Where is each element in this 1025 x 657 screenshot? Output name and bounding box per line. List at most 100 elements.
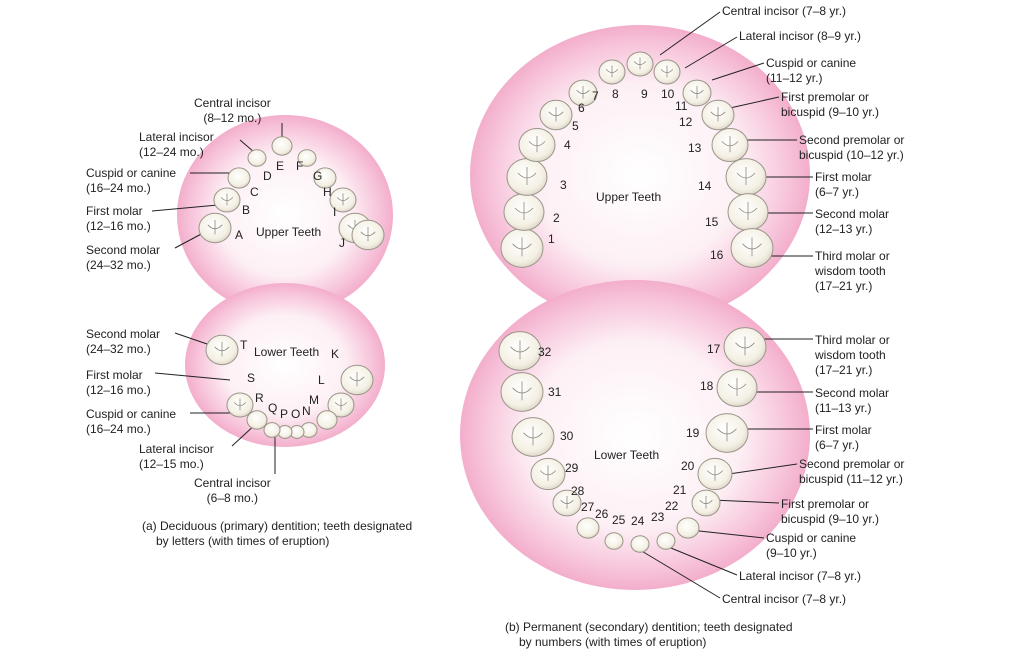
primary-second-molar-upper-leader: [174, 231, 206, 249]
primary-lower-title: Lower Teeth: [254, 345, 320, 359]
permanent-number-11: 11: [675, 99, 688, 113]
permanent-number-23: 23: [651, 510, 665, 524]
permanent-upper-tooth-15: [730, 228, 774, 268]
permanent-upper-tooth-11: [701, 99, 735, 131]
permanent-lower-tooth-25: [604, 532, 624, 550]
permanent-central-upper-leader: [659, 11, 721, 56]
primary-second-molar-upper-label: Second molar(24–32 mo.): [86, 243, 161, 272]
permanent-number-22: 22: [665, 499, 679, 513]
permanent-lower-tooth-30: [500, 372, 544, 412]
permanent-number-10: 10: [661, 87, 675, 101]
permanent-first-molar-lower-label: First molar(6–7 yr.): [815, 423, 872, 452]
permanent-number-26: 26: [595, 507, 609, 521]
primary-canine-upper-label: Cuspid or canine(16–24 mo.): [86, 166, 177, 195]
primary-lower-tooth-T: [205, 334, 239, 366]
permanent-upper-tooth-7: [598, 59, 626, 85]
permanent-number-4: 4: [564, 138, 571, 152]
permanent-lower-tooth-20: [697, 457, 733, 491]
primary-canine-lower-label: Cuspid or canine(16–24 mo.): [86, 407, 177, 436]
permanent-lower-tooth-31: [498, 331, 542, 371]
primary-letter-M: M: [309, 393, 319, 407]
primary-upper-tooth-B: [213, 187, 241, 213]
permanent-upper-tooth-13: [725, 158, 767, 196]
permanent-lower-title: Lower Teeth: [594, 448, 660, 462]
permanent-upper-tooth-12: [711, 127, 749, 163]
primary-central-incisor-lower-label: Central incisor(6–8 mo.): [194, 476, 271, 505]
permanent-number-20: 20: [681, 459, 695, 473]
permanent-number-6: 6: [578, 101, 585, 115]
permanent-number-17: 17: [707, 342, 721, 356]
permanent-number-12: 12: [679, 115, 693, 129]
primary-upper-tooth-E: [271, 136, 293, 156]
permanent-number-15: 15: [705, 215, 719, 229]
permanent-upper-tooth-10: [682, 79, 712, 107]
primary-letter-K: K: [331, 347, 339, 361]
permanent-lower-gum: [460, 280, 810, 590]
permanent-upper-tooth-4: [518, 127, 556, 163]
permanent-upper-tooth-5: [539, 99, 573, 131]
primary-lower-tooth-S: [226, 392, 254, 418]
primary-upper-tooth-G: [313, 167, 337, 189]
permanent-central-lower-leader: [639, 549, 721, 599]
permanent-lower-tooth-18: [716, 369, 758, 407]
primary-upper-tooth-J: [351, 219, 385, 251]
permanent-upper-tooth-6: [568, 79, 598, 107]
permanent-canine-lower-label: Cuspid or canine(9–10 yr.): [766, 531, 857, 560]
permanent-upper-tooth-1: [500, 228, 544, 268]
permanent-first-premolar-upper-leader: [729, 96, 780, 109]
primary-letter-S: S: [247, 371, 255, 385]
permanent-number-28: 28: [571, 484, 585, 498]
permanent-caption: (b) Permanent (secondary) dentition; tee…: [505, 620, 793, 649]
permanent-first-premolar-lower-leader: [711, 499, 780, 504]
primary-letter-G: G: [313, 169, 322, 183]
primary-letter-F: F: [296, 159, 303, 173]
permanent-lower-tooth-27: [552, 489, 582, 517]
permanent-number-19: 19: [686, 426, 700, 440]
primary-lateral-incisor-lower-label: Lateral incisor(12–15 mo.): [139, 442, 214, 471]
primary-first-molar-upper-leader: [151, 204, 219, 212]
permanent-lateral-upper-leader: [684, 36, 738, 69]
primary-lower-tooth-L: [327, 392, 355, 418]
primary-letter-N: N: [302, 404, 311, 418]
primary-lateral-upper-leader: [239, 139, 255, 153]
primary-letter-Q: Q: [268, 401, 277, 415]
permanent-lower-tooth-19: [705, 413, 749, 453]
permanent-canine-upper-leader: [711, 62, 765, 81]
primary-letter-L: L: [318, 373, 325, 387]
permanent-number-32: 32: [538, 345, 552, 359]
primary-letter-J: J: [339, 236, 345, 250]
permanent-number-9: 9: [641, 87, 648, 101]
permanent-lateral-incisor-lower-label: Lateral incisor (7–8 yr.): [739, 569, 862, 583]
primary-letter-D: D: [263, 169, 272, 183]
permanent-number-13: 13: [688, 141, 702, 155]
primary-letter-H: H: [323, 185, 332, 199]
primary-upper-gum: [177, 115, 393, 315]
primary-second-molar-lower-leader: [174, 332, 211, 346]
permanent-number-30: 30: [560, 429, 574, 443]
permanent-upper-tooth-3: [506, 158, 548, 196]
primary-lower-tooth-Q: [263, 422, 281, 438]
permanent-number-24: 24: [631, 514, 645, 528]
permanent-second-molar-lower-label: Second molar(11–13 yr.): [815, 386, 890, 415]
permanent-number-25: 25: [612, 513, 626, 527]
permanent-lower-tooth-22: [676, 517, 700, 539]
primary-upper-tooth-H: [329, 187, 357, 213]
permanent-upper-title: Upper Teeth: [596, 190, 662, 204]
primary-upper-tooth-F: [297, 149, 317, 167]
permanent-number-5: 5: [572, 119, 579, 133]
permanent-number-1: 1: [548, 232, 555, 246]
primary-letter-I: I: [333, 205, 336, 219]
permanent-number-29: 29: [565, 461, 579, 475]
permanent-lower-tooth-26: [576, 517, 600, 539]
permanent-canine-upper-label: Cuspid or canine(11–12 yr.): [766, 56, 857, 85]
permanent-lower-tooth-28: [530, 457, 566, 491]
permanent-lower-tooth-17: [723, 327, 767, 367]
primary-letter-O: O: [291, 407, 300, 421]
permanent-number-18: 18: [700, 379, 714, 393]
